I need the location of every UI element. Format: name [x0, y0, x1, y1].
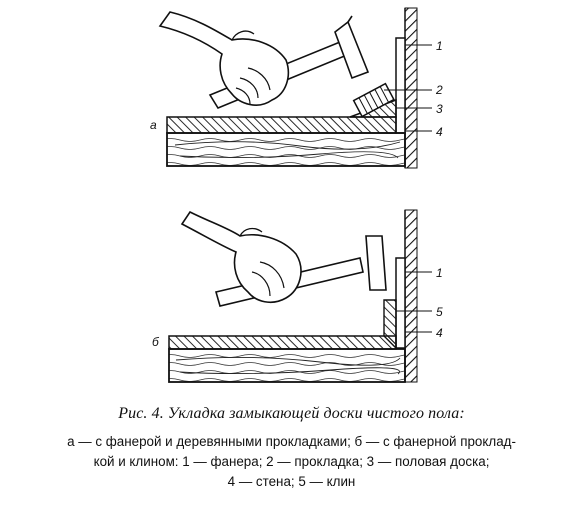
figure-caption-title: Рис. 4. Укладка замыкающей доски чистого…	[118, 405, 465, 422]
plywood-a	[395, 37, 406, 134]
floor-board-diagram: а 1 2 3 4	[150, 7, 443, 383]
spacer-pad	[352, 82, 395, 118]
figure-caption-legend: а — с фанерой и деревянными прокладками;…	[4, 432, 579, 492]
plywood-b	[395, 257, 406, 349]
caption-line-1: а — с фанерой и деревянными прокладками;…	[67, 434, 516, 449]
panel-b: б 1 5 4	[152, 209, 443, 383]
callout-b-5: 5	[436, 305, 443, 319]
hand-b	[180, 210, 302, 304]
panel-a: а 1 2 3 4	[150, 7, 443, 169]
callout-a-2: 2	[435, 83, 443, 97]
callout-a-4: 4	[436, 125, 443, 139]
wall-b	[404, 209, 418, 383]
panel-b-letter: б	[152, 335, 160, 349]
panel-a-letter: а	[150, 118, 157, 132]
plywood-layer-b	[168, 335, 397, 350]
floor-board-b	[168, 348, 406, 383]
hand-a	[158, 11, 290, 106]
callout-b-1: 1	[436, 266, 443, 280]
caption-line-3: 4 — стена; 5 — клин	[227, 474, 356, 489]
caption-line-2: кой и клином: 1 — фанера; 2 — прокладка;…	[93, 454, 490, 469]
callout-a-1: 1	[436, 39, 443, 53]
callout-a-3: 3	[436, 102, 443, 116]
callout-b-4: 4	[436, 326, 443, 340]
plywood-layer-a	[166, 116, 397, 134]
wall-a	[404, 7, 418, 169]
floor-board-a	[166, 132, 406, 167]
